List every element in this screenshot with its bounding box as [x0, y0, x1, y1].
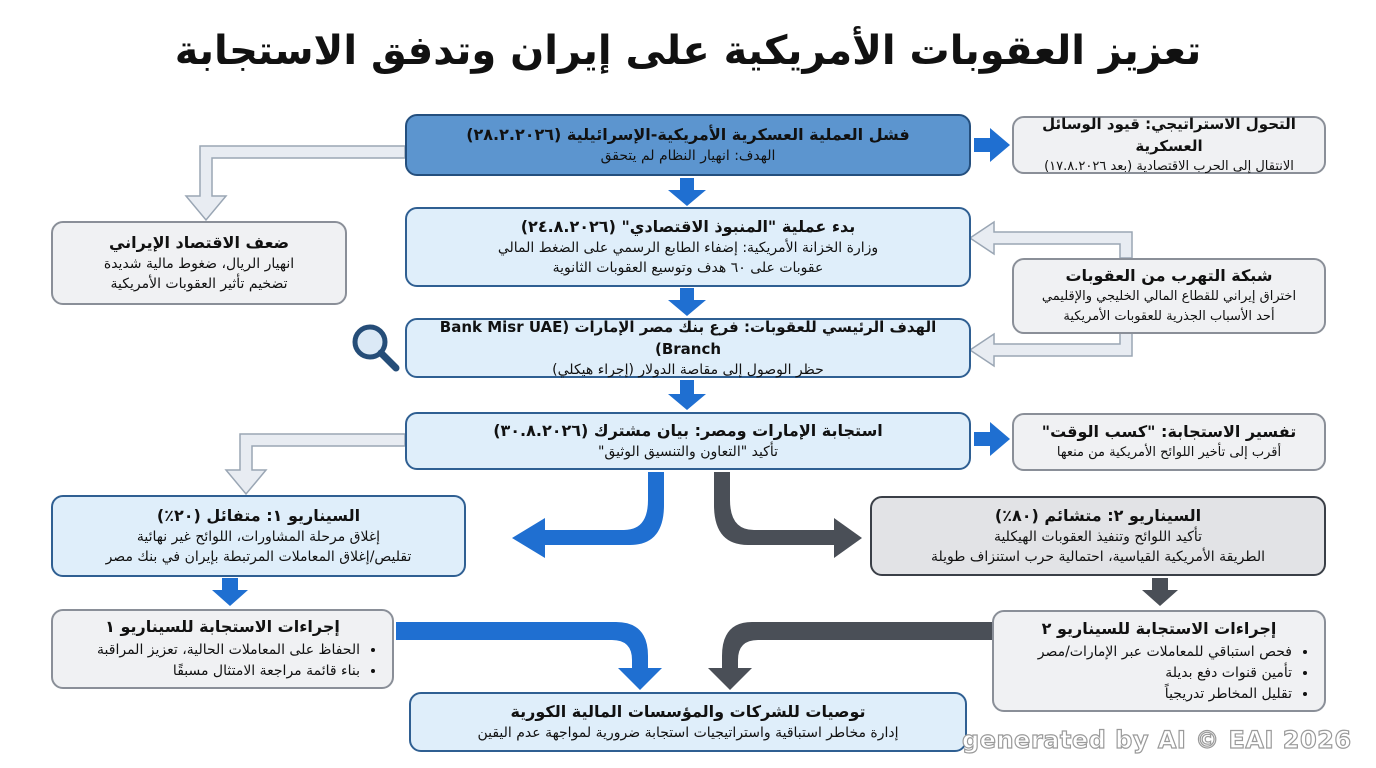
node-joint-statement: استجابة الإمارات ومصر: بيان مشترك (٣٠.٨.… — [405, 412, 971, 470]
node-line: إدارة مخاطر استباقية واستراتيجيات استجاب… — [477, 725, 899, 741]
list-item: تأمين قنوات دفع بديلة — [1004, 663, 1292, 684]
node-heading: السيناريو ٢: متشائم (٨٠٪) — [994, 506, 1202, 525]
node-line: الطريقة الأمريكية القياسية، احتمالية حرب… — [930, 549, 1265, 565]
node-line: تأكيد اللوائح وتنفيذ العقوبات الهيكلية — [993, 529, 1203, 545]
arrow-statement-to-scenario1-blue — [512, 472, 664, 558]
node-line: تأكيد "التعاون والتنسيق الوثيق" — [597, 444, 778, 460]
node-line: أحد الأسباب الجذرية للعقوبات الأمريكية — [1063, 309, 1275, 324]
node-buying-time: تفسير الاستجابة: "كسب الوقت" أقرب إلى تأ… — [1012, 413, 1326, 471]
list-item: فحص استباقي للمعاملات عبر الإمارات/مصر — [1004, 642, 1292, 663]
node-military-failure: فشل العملية العسكرية الأمريكية-الإسرائيل… — [405, 114, 971, 176]
arrow-response2-to-recommendations — [708, 622, 992, 690]
node-line: أقرب إلى تأخير اللوائح الأمريكية من منعه… — [1056, 445, 1282, 460]
node-line: تضخيم تأثير العقوبات الأمريكية — [110, 276, 288, 292]
arrow-scenario1-to-response1 — [212, 578, 248, 606]
node-line: اختراق إيراني للقطاع المالي الخليجي والإ… — [1041, 289, 1297, 304]
node-heading: شبكة التهرب من العقوبات — [1065, 266, 1273, 285]
arrow-failure-to-economy — [184, 145, 406, 222]
arrow-statement-to-buying-time — [974, 422, 1010, 456]
arrow-failure-to-shift — [974, 128, 1010, 162]
arrow-scenario2-to-response2 — [1142, 578, 1178, 606]
arrow-failure-to-fury — [668, 178, 706, 206]
node-scenario1: السيناريو ١: متفائل (٢٠٪) إغلاق مرحلة ال… — [51, 495, 466, 577]
node-heading: السيناريو ١: متفائل (٢٠٪) — [156, 506, 361, 525]
node-main-target: الهدف الرئيسي للعقوبات: فرع بنك مصر الإم… — [405, 318, 971, 378]
list-item: الحفاظ على المعاملات الحالية، تعزيز المر… — [63, 640, 360, 661]
node-evasion-network: شبكة التهرب من العقوبات اختراق إيراني لل… — [1012, 258, 1326, 334]
node-line: انهيار الريال، ضغوط مالية شديدة — [103, 256, 295, 272]
watermark: generated by AI © EAI 2026 — [961, 725, 1352, 754]
node-iran-economy: ضعف الاقتصاد الإيراني انهيار الريال، ضغو… — [51, 221, 347, 305]
arrow-evasion-to-target — [968, 331, 1133, 368]
node-scenario2: السيناريو ٢: متشائم (٨٠٪) تأكيد اللوائح … — [870, 496, 1326, 576]
node-strategic-shift: التحول الاستراتيجي: قيود الوسائل العسكري… — [1012, 115, 1326, 174]
arrow-evasion-to-fury — [968, 220, 1133, 259]
list-item: بناء قائمة مراجعة الامتثال مسبقًا — [63, 661, 360, 682]
diagram-title: تعزيز العقوبات الأمريكية على إيران وتدفق… — [174, 28, 1202, 74]
node-line: الهدف: انهيار النظام لم يتحقق — [600, 148, 776, 164]
node-line: وزارة الخزانة الأمريكية: إضفاء الطابع ال… — [497, 240, 879, 256]
node-heading: التحول الاستراتيجي: قيود الوسائل العسكري… — [1042, 115, 1296, 155]
magnifier-icon — [352, 324, 400, 372]
arrow-response1-to-recommendations — [396, 622, 662, 690]
node-heading: الهدف الرئيسي للعقوبات: فرع بنك مصر الإم… — [439, 318, 937, 358]
node-heading: تفسير الاستجابة: "كسب الوقت" — [1041, 422, 1297, 441]
node-heading: فشل العملية العسكرية الأمريكية-الإسرائيل… — [466, 125, 910, 144]
arrow-fury-to-target — [668, 288, 706, 316]
node-line: الانتقال إلى الحرب الاقتصادية (بعد ١٧.٨.… — [1044, 159, 1294, 174]
node-response1: إجراءات الاستجابة للسيناريو ١ الحفاظ على… — [51, 609, 394, 689]
node-line: عقوبات على ٦٠ هدف وتوسيع العقوبات الثانو… — [552, 260, 824, 276]
node-recommendations: توصيات للشركات والمؤسسات المالية الكورية… — [409, 692, 967, 752]
node-line: تقليص/إغلاق المعاملات المرتبطة بإيران في… — [105, 549, 412, 565]
node-line: حظر الوصول إلى مقاصة الدولار (إجراء هيكل… — [552, 362, 824, 378]
node-economic-fury: بدء عملية "المنبوذ الاقتصادي" (٢٤.٨.٢٠٢٦… — [405, 207, 971, 287]
response1-list: الحفاظ على المعاملات الحالية، تعزيز المر… — [63, 640, 382, 682]
node-heading: استجابة الإمارات ومصر: بيان مشترك (٣٠.٨.… — [493, 421, 883, 440]
node-heading: إجراءات الاستجابة للسيناريو ٢ — [1041, 618, 1277, 638]
arrow-statement-to-scenario1 — [224, 433, 406, 496]
node-line: إغلاق مرحلة المشاورات، اللوائح غير نهائي… — [136, 529, 381, 545]
arrow-statement-to-scenario2-dark — [714, 472, 862, 558]
node-response2: إجراءات الاستجابة للسيناريو ٢ فحص استباق… — [992, 610, 1326, 712]
node-heading: ضعف الاقتصاد الإيراني — [108, 233, 290, 252]
node-heading: إجراءات الاستجابة للسيناريو ١ — [105, 617, 340, 636]
node-heading: بدء عملية "المنبوذ الاقتصادي" (٢٤.٨.٢٠٢٦… — [520, 217, 856, 236]
list-item: تقليل المخاطر تدريجياً — [1004, 684, 1292, 705]
node-heading: توصيات للشركات والمؤسسات المالية الكورية — [510, 702, 866, 721]
arrow-target-to-statement — [668, 380, 706, 410]
response2-list: فحص استباقي للمعاملات عبر الإمارات/مصر ت… — [1004, 642, 1314, 705]
